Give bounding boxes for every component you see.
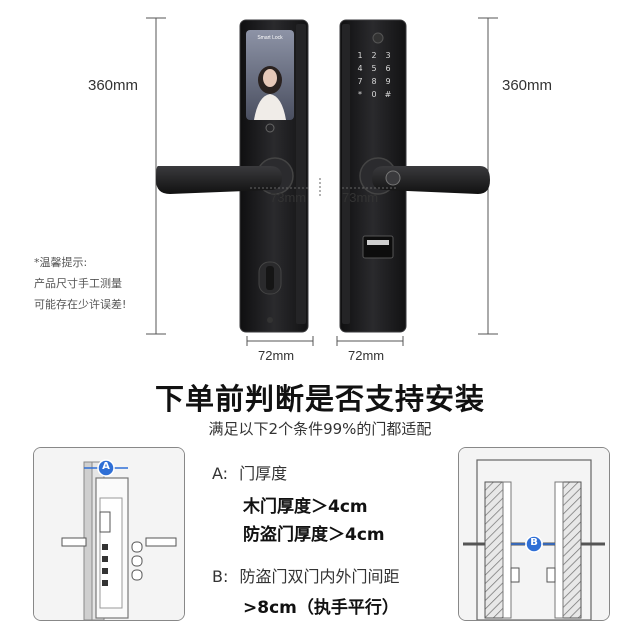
height-label-left: 360mm bbox=[88, 77, 139, 94]
door-thickness-panel: A bbox=[33, 447, 185, 621]
reminder-line-1: *温馨提示: bbox=[34, 256, 88, 269]
door-thickness-diagram bbox=[34, 448, 184, 620]
spacing-label-right: 73mm bbox=[342, 190, 379, 205]
fingerprint-sensor-icon bbox=[385, 170, 401, 186]
keypad-key: # bbox=[385, 90, 392, 99]
reminder-line-3: 可能存在少许误差! bbox=[34, 298, 127, 311]
door-spacing-diagram bbox=[459, 448, 609, 620]
fingerprint-icon bbox=[265, 123, 275, 133]
back-handle bbox=[372, 166, 490, 194]
height-dimension-left bbox=[146, 17, 166, 335]
width-label-right: 72mm bbox=[348, 348, 385, 363]
spacing-dimension bbox=[250, 178, 398, 198]
keypad-key: 7 bbox=[357, 77, 362, 86]
reminder-line-2: 产品尺寸手工测量 bbox=[34, 277, 122, 290]
requirement-a-item-2: 防盗门厚度＞4cm bbox=[243, 525, 385, 545]
keypad-key: 6 bbox=[385, 64, 390, 73]
keypad-key: 3 bbox=[385, 51, 390, 60]
keypad-key: 9 bbox=[385, 77, 390, 86]
width-label-left: 72mm bbox=[258, 348, 295, 363]
badge-a-icon bbox=[97, 459, 115, 477]
requirement-b-heading: B: 防盗门双门内外门间距 bbox=[212, 563, 399, 587]
main-title: 下单前判断是否支持安装 bbox=[154, 382, 485, 416]
requirement-a-label: A: bbox=[212, 464, 229, 483]
spacing-label-left: 73mm bbox=[270, 190, 307, 205]
width-dimension-right bbox=[336, 336, 404, 346]
requirement-b-label: B: bbox=[212, 567, 229, 586]
keypad-key: 5 bbox=[371, 64, 376, 73]
reminder-note: *温馨提示: 产品尺寸手工测量 可能存在少许误差! bbox=[34, 252, 126, 315]
width-dimension-left bbox=[246, 336, 314, 346]
keypad-key: 2 bbox=[371, 51, 376, 60]
height-label-right: 360mm bbox=[502, 77, 553, 94]
door-spacing-panel: B bbox=[458, 447, 610, 621]
back-lock bbox=[339, 19, 490, 333]
requirement-a-heading: A: 门厚度 bbox=[212, 460, 287, 484]
badge-b-label: B bbox=[530, 537, 538, 548]
keypad-key: * bbox=[358, 90, 362, 99]
front-handle bbox=[156, 166, 282, 194]
keypad-key: 4 bbox=[357, 64, 362, 73]
card-slot bbox=[362, 235, 394, 259]
badge-a-label: A bbox=[102, 461, 110, 472]
badge-b-icon bbox=[525, 535, 543, 553]
requirement-a-item-1: 木门厚度＞4cm bbox=[243, 497, 368, 517]
requirement-a-title: 门厚度 bbox=[239, 464, 288, 483]
keypad-key: 8 bbox=[371, 77, 376, 86]
camera-icon bbox=[372, 32, 384, 44]
requirement-b-item-1: >8cm（执手平行） bbox=[243, 598, 399, 618]
front-lock bbox=[156, 19, 309, 333]
sub-title: 满足以下2个条件99%的门都适配 bbox=[208, 420, 432, 438]
requirement-b-title: 防盗门双门内外门间距 bbox=[239, 567, 400, 586]
keypad-key: 0 bbox=[371, 90, 376, 99]
screen-brand-text: Smart Lock bbox=[257, 35, 283, 41]
keypad-key: 1 bbox=[357, 51, 362, 60]
